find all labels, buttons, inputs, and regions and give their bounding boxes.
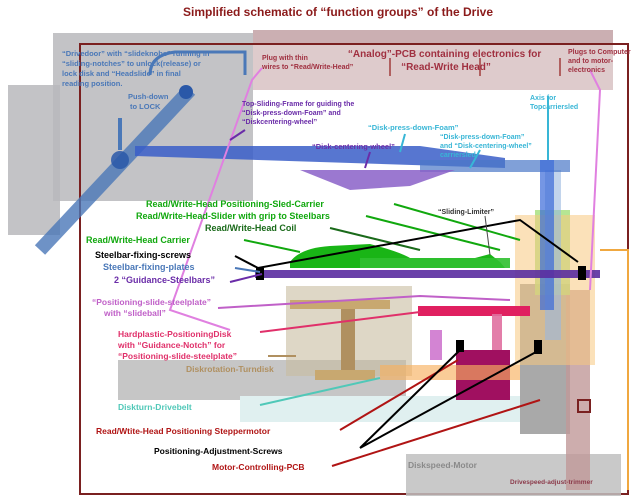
label-steelbar-fixing-plates: Steelbar-fixing-plates — [103, 262, 195, 272]
diskturn-belt-bar — [240, 396, 520, 422]
label-disk-centering-wheel: “Disk-centering-wheel” — [312, 142, 395, 151]
line-hardplastic — [259, 311, 421, 333]
label-positioning-slide-steelplate: “Positioning-slide-steelplate” with “sli… — [92, 297, 213, 318]
mechanical-parts — [34, 85, 600, 413]
label-rw-carrier: Read/Write-Head Carrier — [86, 235, 190, 245]
turndisk-shaft — [341, 306, 355, 376]
line-drivedoor — [148, 50, 247, 76]
line-pink-right — [589, 69, 602, 291]
turndisk-base — [315, 370, 375, 380]
line-slider-grip — [365, 215, 501, 251]
drivebelt-path — [380, 365, 520, 380]
label-diskspeed-trimmer: Drivespeed-adjust-trimmer — [510, 479, 593, 486]
trimmer-square — [577, 399, 591, 413]
label-drivedoor: “Drivedoor” with “slideknobs” running in… — [62, 49, 212, 88]
label-plug-thin-wires: Plug with thin wires to “Read/Write-Head… — [261, 55, 353, 71]
positioning-slide-steelplate — [418, 306, 530, 316]
line-carrier — [243, 239, 301, 253]
line-centering-wheel — [364, 151, 371, 169]
rw-carrier-green-strip — [360, 258, 510, 268]
line-coil — [329, 227, 421, 251]
line-sliding-limiter — [484, 215, 491, 256]
label-rw-slider-grip: Read/Write-Head-Slider with grip to Stee… — [136, 211, 330, 221]
connector-lines — [118, 50, 629, 490]
pink-slide — [430, 330, 442, 360]
label-analog-pcb: “Analog”-PCB containing electronics for … — [348, 49, 544, 73]
label-axis-topcarriersled: Axis for Topcarriersled — [530, 95, 578, 111]
turndisk-plate — [290, 300, 390, 309]
line-top-frame — [229, 129, 246, 141]
stepper-shaft — [492, 314, 502, 354]
line-fixing-plates — [234, 267, 261, 273]
label-hardplastic-disk: Hardplastic-PositioningDisk with “Guidan… — [117, 329, 237, 361]
label-diskrotation-turndisk: Diskrotation-Turndisk — [186, 364, 274, 374]
diagram-title: Simplified schematic of “function groups… — [183, 5, 493, 19]
label-stepper-motor: Read/Wtite-Head Positioning Steppermotor — [96, 426, 271, 436]
label-rw-coil: Read/Write-Head Coil — [205, 223, 296, 233]
line-sled-carrier — [393, 203, 521, 241]
line-steelplate — [217, 294, 511, 309]
line-orange-right — [600, 249, 629, 490]
drivedoor-knob-mid — [111, 151, 129, 169]
line-adjust-screws — [359, 349, 537, 449]
top-sliding-frame-extension — [420, 160, 570, 172]
line-drivebelt — [259, 377, 381, 406]
line-fixing-screws — [234, 218, 579, 270]
label-diskspeed-motor: Diskspeed-Motor — [408, 460, 478, 470]
line-guidance-bars — [229, 273, 263, 283]
line-foam-sled — [469, 149, 481, 169]
label-top-sliding-frame: Top-Sliding-Frame for guiding the “Disk-… — [242, 101, 356, 126]
label-foam-wheel-carriersled: “Disk-press-down-Foam” and “Disk-centeri… — [440, 134, 534, 159]
guidance-steelbar — [255, 270, 600, 278]
label-adjustment-screws: Positioning-Adjustment-Screws — [154, 446, 283, 456]
label-motor-pcb: Motor-Controlling-PCB — [212, 462, 305, 472]
label-push-down: Push-down to LOCK — [128, 92, 171, 111]
drivedoor-arm — [34, 85, 196, 255]
analog-pcb-top-strip — [253, 30, 613, 44]
line-foam — [399, 133, 406, 153]
drivedoor-knob-top — [179, 85, 193, 99]
label-rw-positioning-sled-carrier: Read/Write-Head Positioning-Sled-Carrier — [146, 199, 324, 209]
label-sliding-limiter: “Sliding-Limiter” — [438, 209, 494, 216]
line-motor-pcb — [331, 399, 541, 467]
labels: “Drivedoor” with “slideknobs” running in… — [62, 49, 633, 486]
label-steelbar-fixing-screws: Steelbar-fixing-screws — [95, 250, 191, 260]
line-plug-wires — [168, 67, 263, 331]
disk-centering-wheel-cone — [300, 170, 455, 190]
label-guidance-steelbars: 2 “Guidance-Steelbars” — [114, 275, 215, 285]
line-analog-pcb-arrows — [389, 58, 561, 76]
label-disk-press-down-foam: “Disk-press-down-Foam” — [368, 123, 459, 132]
steelbar-screw-right — [578, 266, 586, 280]
adjust-screw-right — [534, 340, 542, 354]
label-diskturn-drivebelt: Diskturn-Drivebelt — [118, 402, 192, 412]
adjust-screw-left — [456, 340, 464, 352]
left-door-block — [8, 85, 60, 235]
label-plugs-computer: Plugs to Computer and to motor- electron… — [568, 49, 633, 74]
